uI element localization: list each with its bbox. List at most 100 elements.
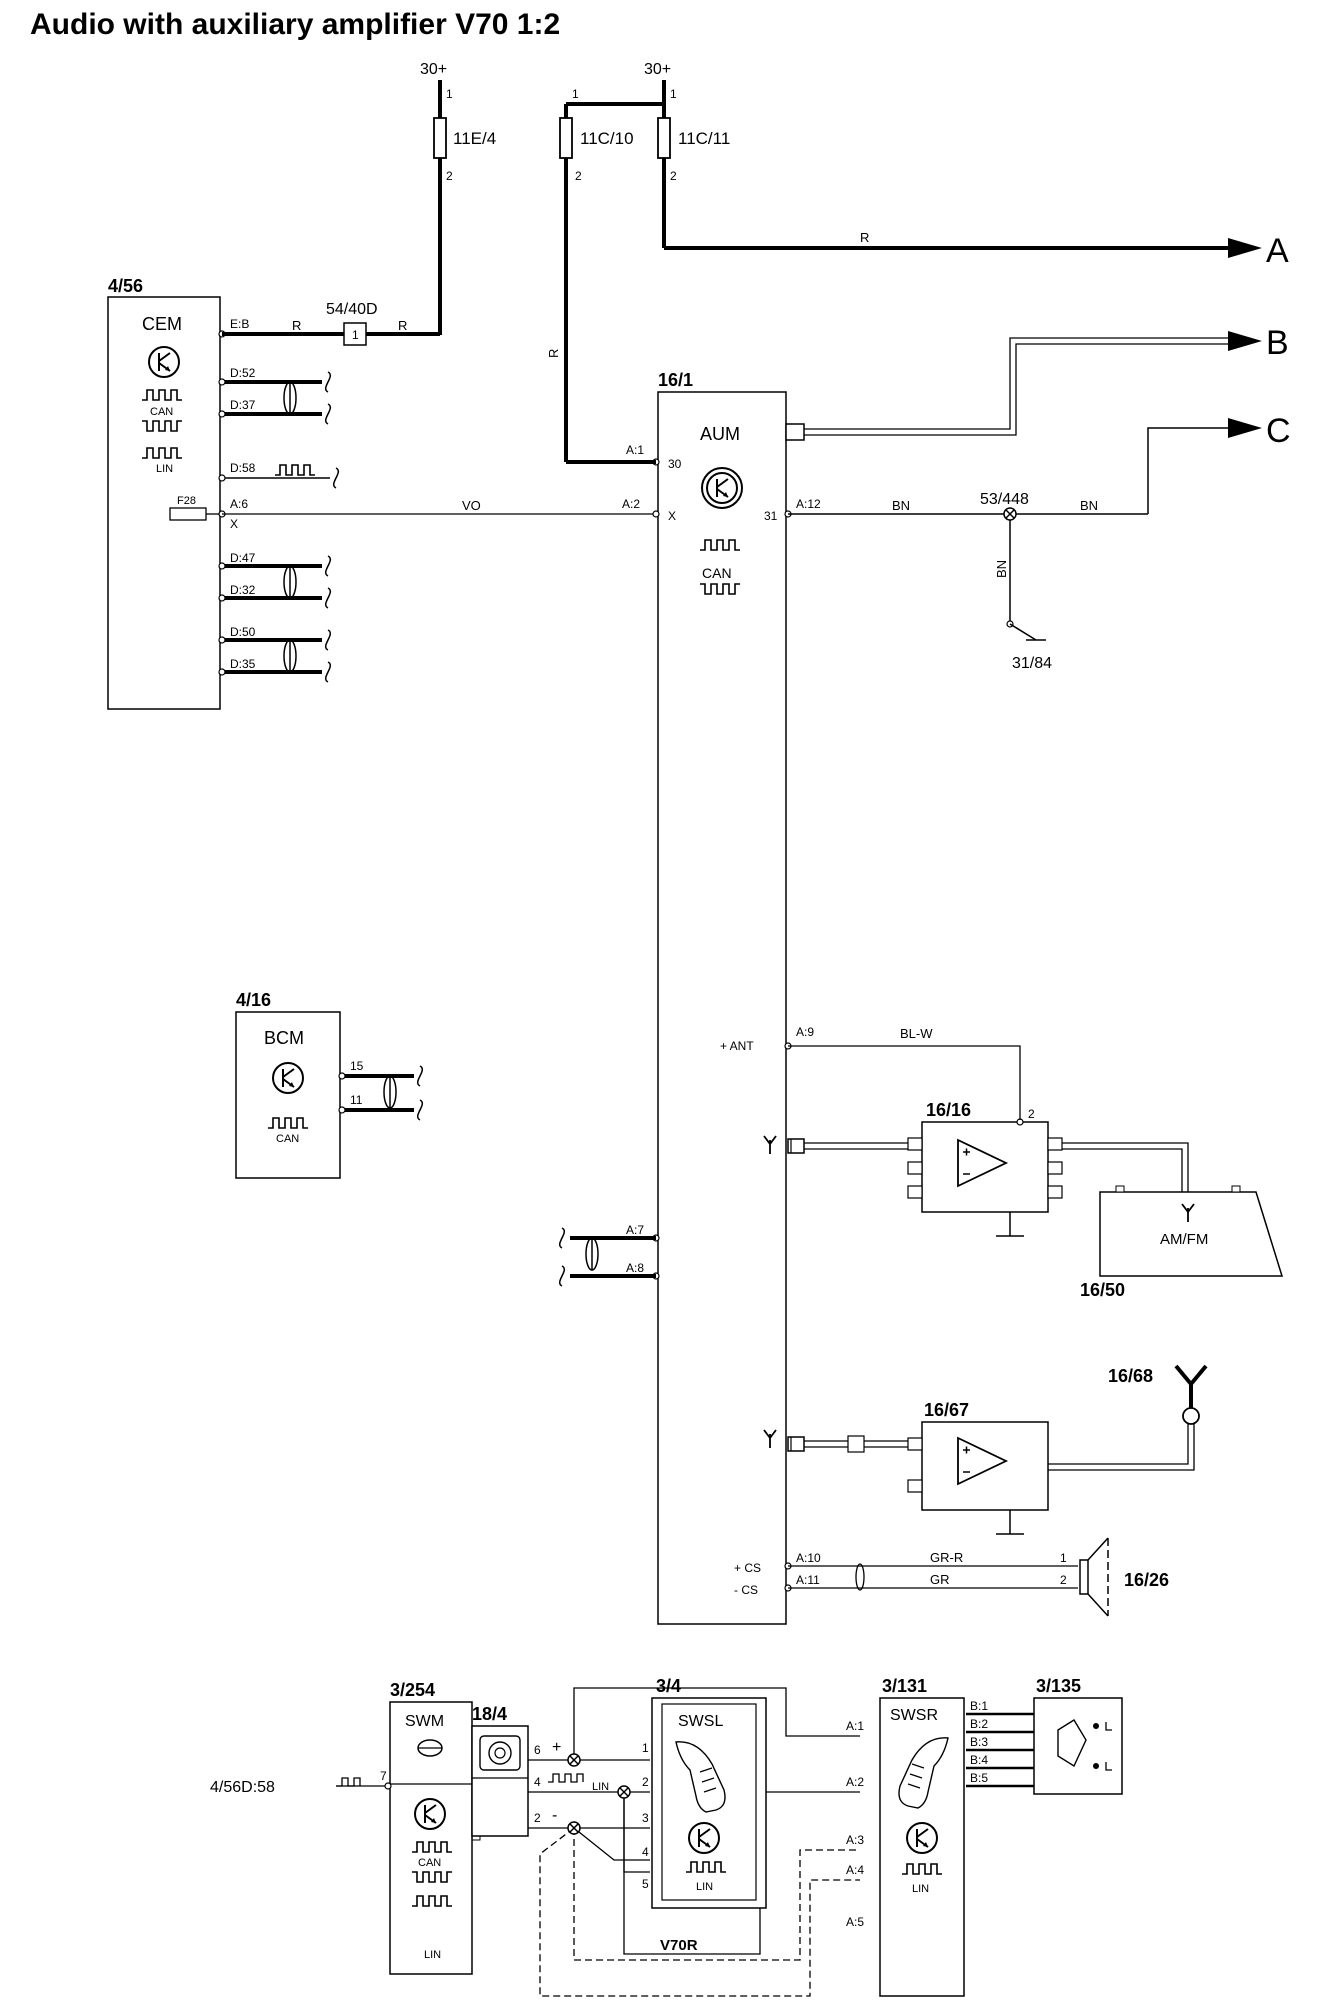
aum-pin-a12: A:12 (796, 497, 821, 511)
swsr-pin-a4: A:4 (846, 1863, 864, 1877)
amplifier-16-67: 16/67 (787, 1400, 1195, 1535)
connector-b-label: B (1266, 324, 1289, 362)
swm-can-label: CAN (418, 1857, 441, 1869)
swm-pin-7: 7 (380, 1769, 387, 1783)
aum-ground-wire: 53/448 BN BN BN 31/84 (788, 418, 1262, 672)
aum-pin-31: 31 (764, 509, 778, 523)
bcm-ref: 4/16 (236, 990, 271, 1010)
bcm-box (235, 1011, 341, 1179)
cem-bus-wires (222, 380, 330, 674)
swsl-lin-label: LIN (696, 1881, 713, 1893)
fuse-11c11-pin2: 2 (670, 169, 677, 183)
aum-label-ant: + ANT (720, 1039, 754, 1053)
fuse-11c10-pin2: 2 (575, 169, 582, 183)
radio-16-50: AM/FM 16/50 (1080, 1185, 1284, 1300)
amp-16-67-ref: 16/67 (924, 1400, 969, 1420)
bcm-module: 4/16 BCM CAN 15 11 (235, 990, 424, 1179)
aum-ref: 16/1 (658, 370, 693, 390)
amp-16-16-ref: 16/16 (926, 1100, 971, 1120)
swsl-ref: 3/4 (656, 1676, 681, 1696)
clockspring-minus: - (552, 1807, 557, 1824)
bcm-name: BCM (264, 1028, 304, 1048)
swsr-pin-b3: B:3 (970, 1735, 988, 1749)
swsr-pin-a5: A:5 (846, 1915, 864, 1929)
aum-pin-a10: A:10 (796, 1551, 821, 1565)
aum-pin-x: X (668, 509, 676, 523)
swsr-ref: 3/131 (882, 1676, 927, 1696)
speaker-16-26-ref: 16/26 (1124, 1570, 1169, 1590)
aum-can-label: CAN (702, 565, 732, 581)
aum-pin-a8: A:8 (626, 1261, 644, 1275)
antenna-16-68-ref: 16/68 (1108, 1366, 1153, 1386)
cem-pin-d32: D:32 (230, 583, 256, 597)
swsl-pin-4: 4 (642, 1845, 649, 1859)
junction-54-40d (343, 322, 367, 346)
clockspring-ref: 18/4 (472, 1704, 507, 1724)
clockspring-plus: + (552, 1739, 561, 1756)
connector-c-label: C (1266, 412, 1291, 450)
swsr-pin-a3: A:3 (846, 1833, 864, 1847)
swm-lin-label: LIN (424, 1949, 441, 1961)
speaker-16-26: GR-R GR 1 2 16/26 (788, 1537, 1169, 1617)
aum-module: 16/1 AUM CAN 30 X 31 A:1 A:2 A:12 A:9 + … (622, 370, 821, 1625)
cem-pin-d35: D:35 (230, 657, 256, 671)
bcm-pin-15: 15 (350, 1059, 364, 1073)
connector-a-label: A (1266, 232, 1289, 270)
aum-pin-a9: A:9 (796, 1025, 814, 1039)
cem-ref: 4/56 (108, 276, 143, 296)
clockspring-pin-6: 6 (534, 1743, 541, 1757)
bcm-pin-11: 11 (350, 1093, 363, 1107)
cem-pin-a6: A:6 (230, 497, 248, 511)
wire-color-gr-r: GR-R (930, 1550, 963, 1565)
paddle-switch-icon (1057, 1719, 1087, 1768)
swsl-module: 3/4 SWSL LIN 1 2 3 4 5 (642, 1676, 767, 1909)
fuse-11c10-pin1: 1 (572, 87, 579, 101)
clockspring-18-4: 18/4 6 4 2 + - LIN (471, 1704, 609, 1837)
amp-16-16-pin-2: 2 (1028, 1107, 1035, 1121)
wire-color-r-fuse-e: R (398, 318, 407, 333)
fuse-11e4-pin2: 2 (446, 169, 453, 183)
aum-pin-a7: A:7 (626, 1223, 644, 1237)
junction-54-40d-label: 54/40D (326, 301, 378, 318)
diagram-title: Audio with auxiliary amplifier V70 1:2 (30, 8, 560, 41)
swsr-lin-label: LIN (912, 1883, 929, 1895)
swm-module: 3/254 SWM CAN LIN 7 4/56D:58 (210, 1680, 481, 1975)
clockspring-icon (488, 1741, 512, 1765)
aum-bus-wires (558, 1227, 656, 1287)
speaker-pin-2: 2 (1060, 1573, 1067, 1587)
swsr-module: 3/131 SWSR LIN A:1 A:2 A:3 A:4 A:5 B:1 B… (846, 1676, 1034, 1997)
swsr-pin-b1: B:1 (970, 1699, 988, 1713)
wire-color-bn-1: BN (892, 498, 910, 513)
aum-label-minus-cs: - CS (734, 1583, 758, 1597)
aum-name: AUM (700, 424, 740, 444)
aum-output-b (785, 331, 1262, 441)
cem-pin-x: X (230, 517, 238, 531)
junction-53-448 (1003, 507, 1017, 521)
clockspring-lin-label: LIN (592, 1781, 609, 1793)
fuse-11c10-label: 11C/10 (580, 129, 634, 148)
amplifier-16-16: 16/16 2 BL-W (787, 1026, 1189, 1237)
swsl-switch-icon (675, 1741, 726, 1813)
swsr-pin-a2: A:2 (846, 1775, 864, 1789)
wire-color-r-a: R (860, 230, 869, 245)
cem-pin-d52: D:52 (230, 366, 256, 380)
wire-color-bn-3: BN (994, 560, 1009, 578)
fuse-11e4-body (433, 117, 447, 159)
cem-pin-eb: E:B (230, 317, 249, 331)
swsl-pin-3: 3 (642, 1811, 649, 1825)
swsr-pin-b4: B:4 (970, 1753, 988, 1767)
aum-pin-a1: A:1 (626, 443, 644, 457)
cem-pin-d50: D:50 (230, 625, 256, 639)
cem-fuse-label: F28 (177, 495, 196, 507)
wire-color-r-cem: R (292, 318, 301, 333)
cem-pin-d58: D:58 (230, 461, 256, 475)
cem-box (107, 296, 221, 710)
swsl-pin-2: 2 (642, 1775, 649, 1789)
speaker-pin-1: 1 (1060, 1551, 1067, 1565)
swsr-pin-a1: A:1 (846, 1719, 864, 1733)
aum-pin-30: 30 (668, 457, 682, 471)
fuse-11c11-pin1: 1 (670, 87, 677, 101)
switch-3-135: 3/135 (1033, 1676, 1123, 1795)
variant-v70r-label: V70R (660, 1937, 698, 1954)
